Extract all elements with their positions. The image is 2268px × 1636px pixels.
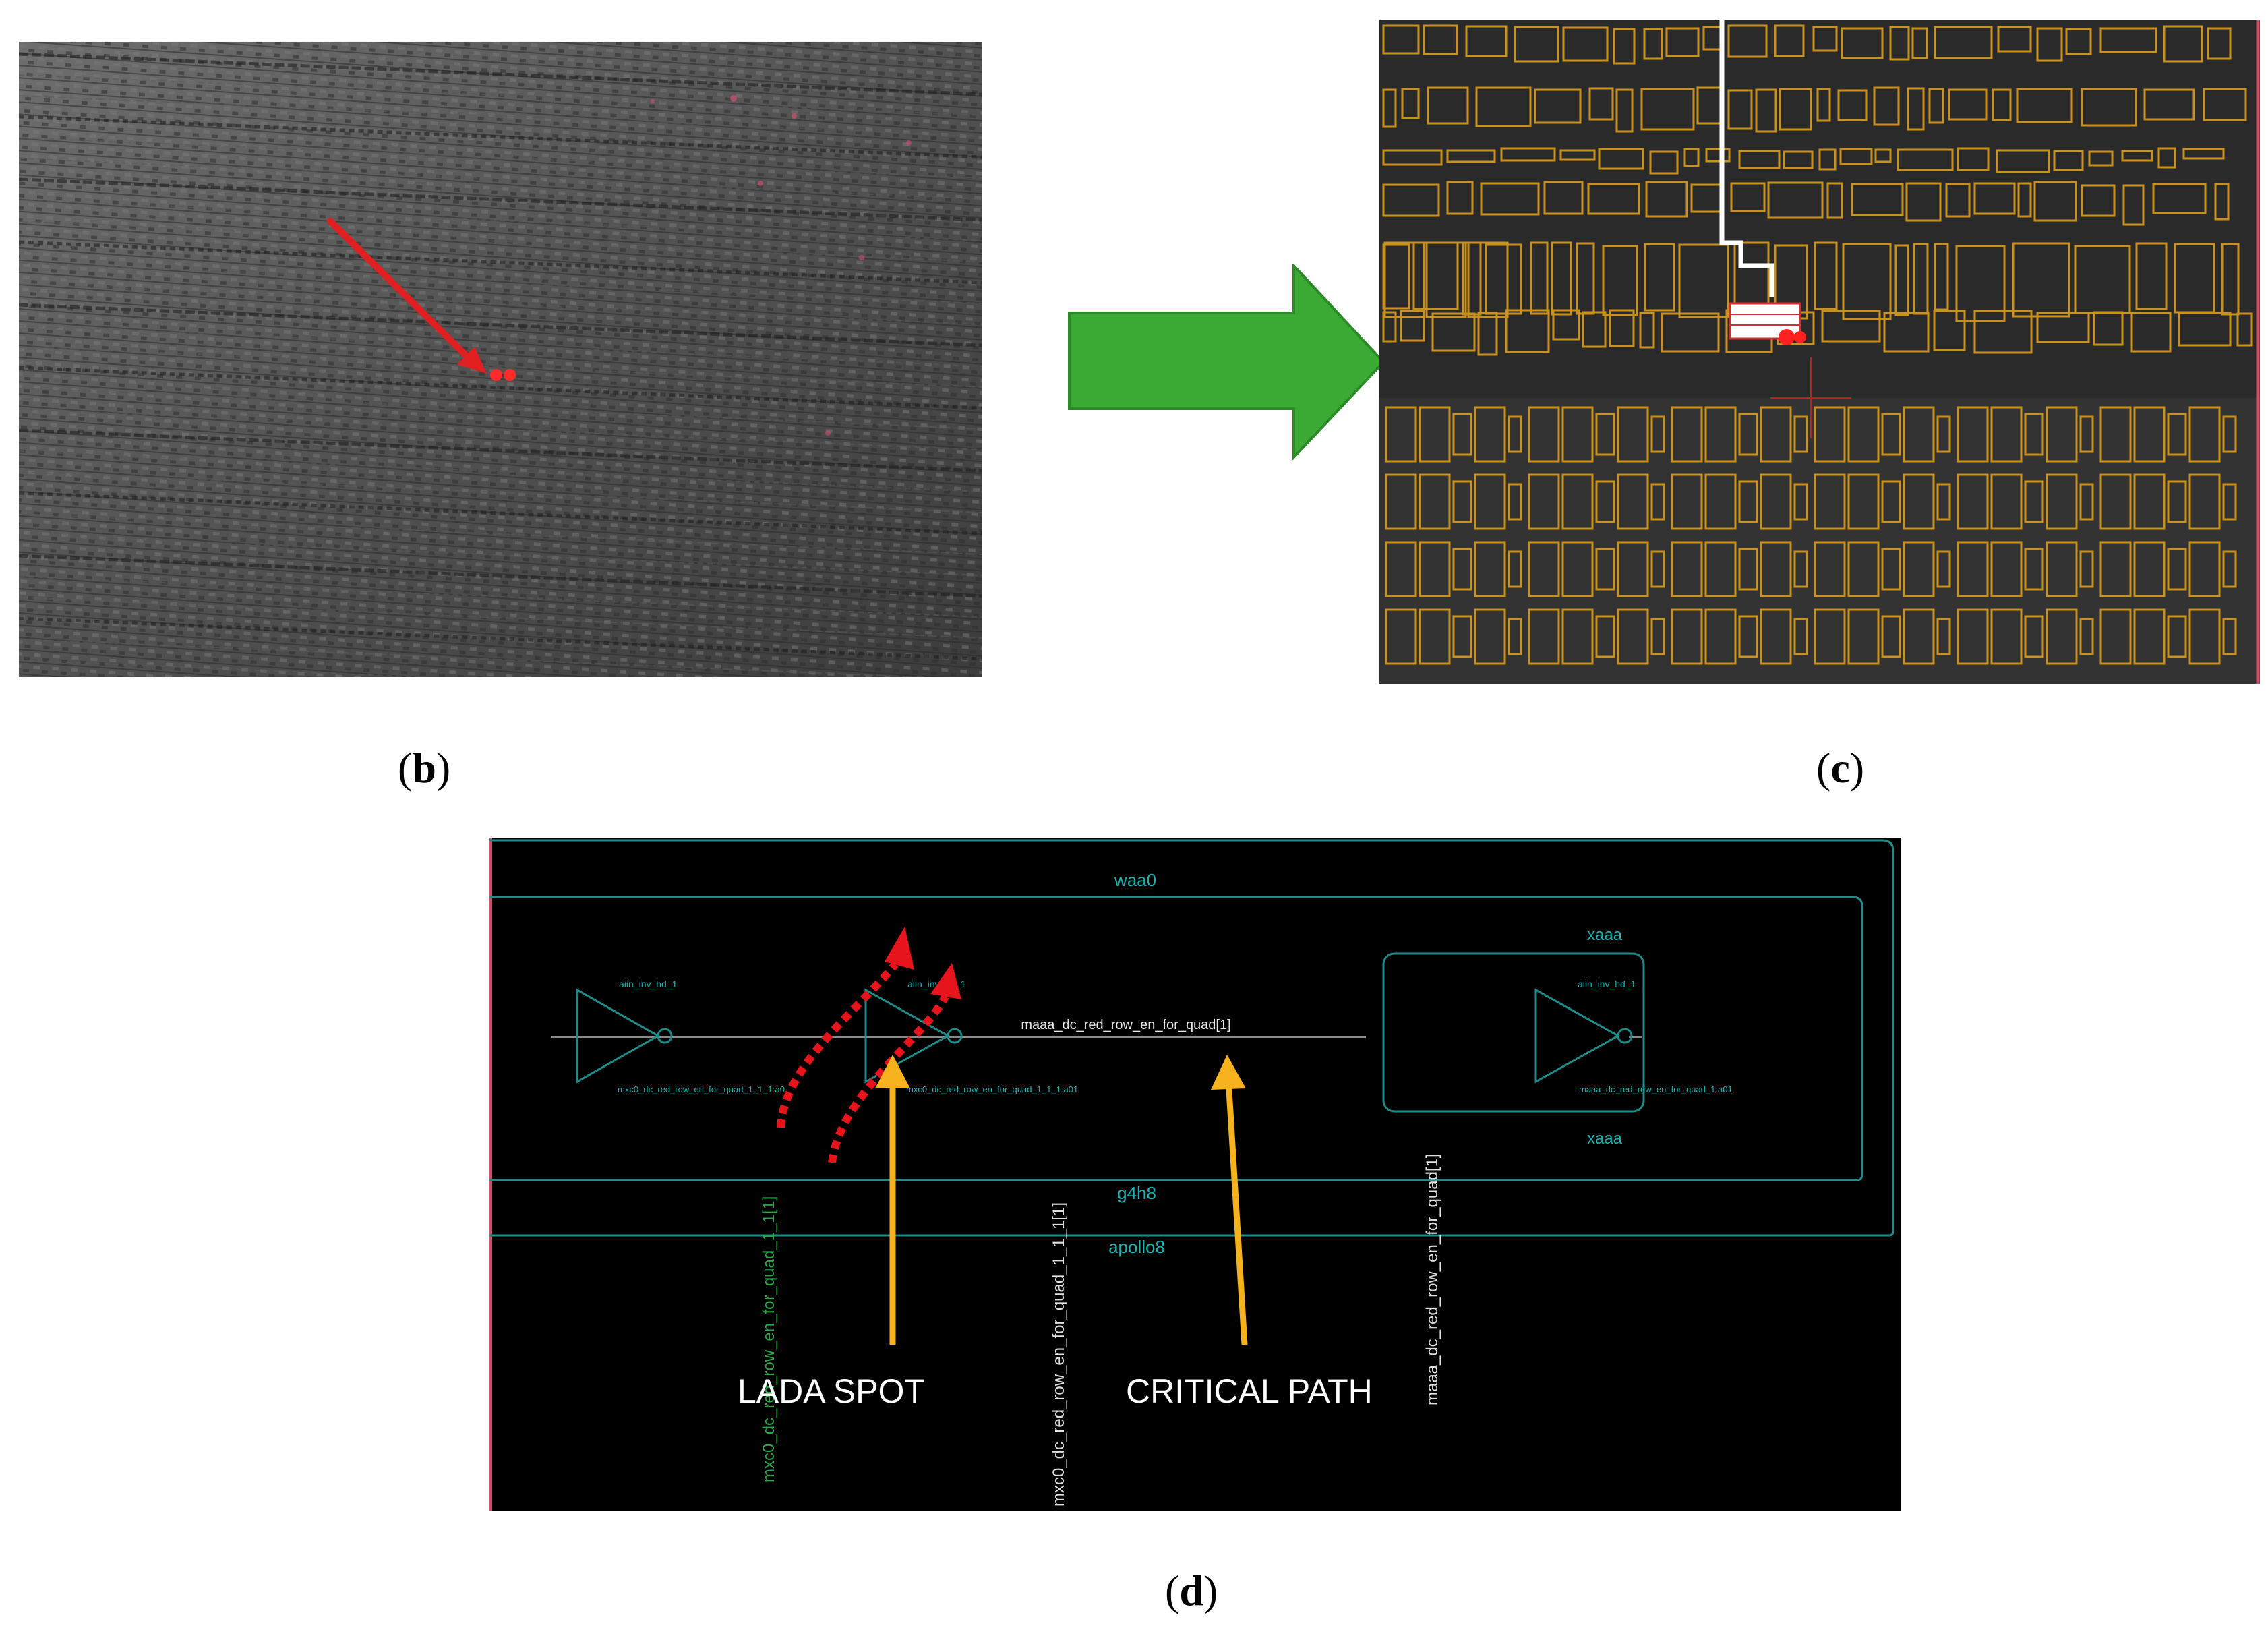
block-g4h8 [489, 896, 1863, 1181]
thermal-image-svg [19, 42, 982, 677]
layout-cells [1382, 24, 2253, 665]
block-apollo8 [489, 839, 1894, 1237]
block-xaaa [1382, 952, 1645, 1113]
red-pointer-arrow-icon [327, 218, 487, 374]
layout-overlay-svg [1379, 20, 2260, 684]
inv3-label: aiin_inv_hd_1 [1578, 978, 1636, 989]
thermal-hotspot [490, 369, 516, 381]
inverter-1 [576, 988, 673, 1084]
annotation-lada-spot: LADA SPOT [738, 1372, 925, 1410]
critical-path-pointer-arrow [1211, 1055, 1248, 1345]
thermal-row-stripes [19, 52, 982, 677]
panel-b-thermal-image [19, 42, 982, 677]
annotation-critical-path: CRITICAL PATH [1126, 1372, 1373, 1410]
inverter-3 [1534, 988, 1633, 1084]
lada-spot-pointer-arrow [875, 1055, 910, 1345]
panel-d-schematic: waa0 xaaa xaaa g4h8 apollo8 aiin_inv_hd_… [489, 838, 1901, 1511]
lada-dotted-arrows [777, 927, 961, 1163]
label-waa0: waa0 [1114, 870, 1156, 890]
caption-b: (b) [398, 744, 451, 792]
crosshair-marker [1770, 357, 1851, 438]
inv1-out-label: mxc0_dc_red_row_en_for_quad_1_1_1:a0 [618, 1084, 785, 1094]
highlighted-net-route [1719, 20, 1806, 345]
schematic-svg: waa0 xaaa xaaa g4h8 apollo8 aiin_inv_hd_… [489, 838, 1901, 1511]
green-right-arrow-icon [1068, 264, 1386, 460]
label-xaaa-bottom: xaaa [1587, 1130, 1623, 1148]
vnet-white-right-label: maaa_dc_red_row_en_for_quad[1] [1423, 1153, 1441, 1405]
label-g4h8: g4h8 [1117, 1183, 1156, 1203]
caption-d: (d) [1165, 1567, 1218, 1614]
inv2-out-label: mxc0_dc_red_row_en_for_quad_1_1_1:a01 [906, 1084, 1078, 1094]
inv3-out-label: maaa_dc_red_row_en_for_quad_1:a01 [1579, 1084, 1733, 1094]
thermal-red-specks [651, 95, 912, 436]
label-apollo8: apollo8 [1108, 1237, 1165, 1257]
label-xaaa-top: xaaa [1587, 926, 1623, 944]
vnet-green-label: mxc0_dc_red_row_en_for_quad_1_1[1] [760, 1196, 778, 1482]
inverter-2 [864, 988, 963, 1084]
inv1-label: aiin_inv_hd_1 [619, 978, 678, 989]
vnet-white-mid-label: mxc0_dc_red_row_en_for_quad_1_1_1[1] [1050, 1202, 1068, 1507]
panel-c-layout-overlay [1379, 20, 2260, 684]
caption-c: (c) [1816, 744, 1865, 792]
net-top-label: maaa_dc_red_row_en_for_quad[1] [1021, 1018, 1230, 1032]
